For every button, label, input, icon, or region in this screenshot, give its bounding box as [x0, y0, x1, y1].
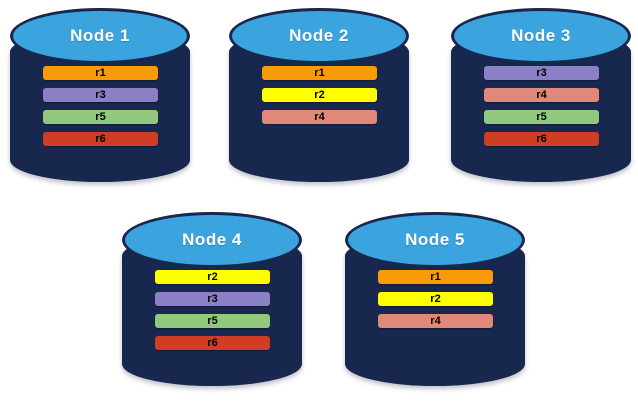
- database-node-1[interactable]: Node 1 r1 r3 r5 r6: [10, 8, 190, 184]
- database-node-4[interactable]: Node 4 r2 r3 r5 r6: [122, 212, 302, 388]
- replica-label: r1: [430, 270, 441, 283]
- replica-list: r1 r2 r4: [378, 270, 493, 336]
- node-cylinder-top: Node 5: [345, 212, 525, 268]
- replica-label: r5: [95, 110, 106, 123]
- replica-label: r4: [536, 88, 547, 101]
- replica-bar-r4[interactable]: r4: [262, 110, 377, 124]
- replica-list: r1 r2 r4: [262, 66, 377, 132]
- node-cylinder-top: Node 4: [122, 212, 302, 268]
- replica-bar-r2[interactable]: r2: [262, 88, 377, 102]
- replica-bar-r6[interactable]: r6: [155, 336, 270, 350]
- replica-bar-r3[interactable]: r3: [43, 88, 158, 102]
- replica-bar-r3[interactable]: r3: [155, 292, 270, 306]
- replica-label: r2: [207, 270, 218, 283]
- database-node-3[interactable]: Node 3 r3 r4 r5 r6: [451, 8, 631, 184]
- replica-bar-r5[interactable]: r5: [484, 110, 599, 124]
- replica-label: r2: [430, 292, 441, 305]
- replica-label: r5: [207, 314, 218, 327]
- replica-label: r5: [536, 110, 547, 123]
- replica-bar-r3[interactable]: r3: [484, 66, 599, 80]
- replica-label: r1: [314, 66, 325, 79]
- replica-list: r2 r3 r5 r6: [155, 270, 270, 358]
- replica-bar-r1[interactable]: r1: [378, 270, 493, 284]
- node-title: Node 4: [182, 230, 242, 249]
- replica-label: r6: [536, 132, 547, 145]
- node-title: Node 3: [511, 26, 571, 45]
- database-node-2[interactable]: Node 2 r1 r2 r4: [229, 8, 409, 184]
- replica-label: r3: [207, 292, 218, 305]
- replica-bar-r6[interactable]: r6: [484, 132, 599, 146]
- node-title: Node 2: [289, 26, 349, 45]
- replica-label: r3: [536, 66, 547, 79]
- replica-list: r3 r4 r5 r6: [484, 66, 599, 154]
- node-cylinder-top: Node 1: [10, 8, 190, 64]
- replica-label: r6: [207, 336, 218, 349]
- replica-label: r1: [95, 66, 106, 79]
- node-title: Node 1: [70, 26, 130, 45]
- replica-label: r4: [430, 314, 441, 327]
- replica-list: r1 r3 r5 r6: [43, 66, 158, 154]
- replica-label: r6: [95, 132, 106, 145]
- replica-bar-r5[interactable]: r5: [155, 314, 270, 328]
- replica-bar-r4[interactable]: r4: [484, 88, 599, 102]
- replica-bar-r1[interactable]: r1: [43, 66, 158, 80]
- replica-bar-r2[interactable]: r2: [378, 292, 493, 306]
- node-title: Node 5: [405, 230, 465, 249]
- node-cylinder-top: Node 2: [229, 8, 409, 64]
- replica-bar-r5[interactable]: r5: [43, 110, 158, 124]
- replica-bar-r6[interactable]: r6: [43, 132, 158, 146]
- replica-label: r3: [95, 88, 106, 101]
- replica-bar-r1[interactable]: r1: [262, 66, 377, 80]
- replica-label: r4: [314, 110, 325, 123]
- replica-bar-r2[interactable]: r2: [155, 270, 270, 284]
- database-node-5[interactable]: Node 5 r1 r2 r4: [345, 212, 525, 388]
- replica-label: r2: [314, 88, 325, 101]
- replica-bar-r4[interactable]: r4: [378, 314, 493, 328]
- node-cylinder-top: Node 3: [451, 8, 631, 64]
